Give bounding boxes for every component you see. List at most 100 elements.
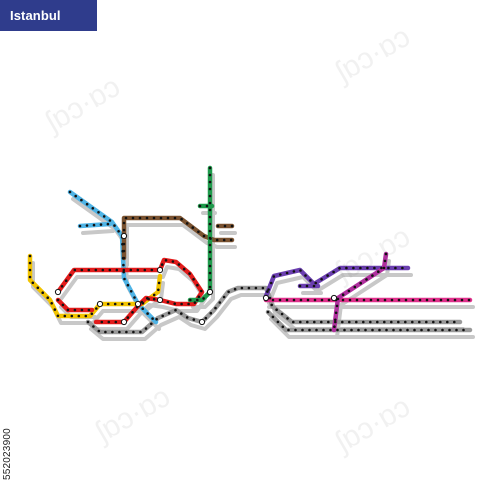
line-purple [263,265,411,299]
station-dot [118,330,121,334]
station-dot [86,320,90,324]
station-dot [185,316,189,319]
station-dot [122,268,126,272]
station-dot [80,268,84,272]
station-dot [129,268,133,272]
station-dot [28,275,32,279]
station-dot [347,289,351,293]
station-dot [462,328,465,332]
station-dot [131,311,134,314]
station-dot [126,316,130,319]
station-dot [143,268,147,272]
station-dot [94,268,98,272]
station-dot [371,274,374,277]
station-dot [122,263,125,267]
station-dot [376,320,379,324]
station-dot [392,328,395,332]
station-dot [362,320,365,324]
station-dot [85,224,89,227]
station-dot [80,308,84,312]
interchange-station [198,318,206,326]
station-dot [333,325,336,329]
station-dot [106,222,110,226]
station-dot [157,281,161,285]
line-gray [85,285,463,335]
station-dot [64,279,68,283]
station-dot [306,320,309,324]
station-dot [197,295,201,299]
station-dot [139,330,142,334]
station-dot [377,270,380,274]
station-dot [107,320,111,324]
interchange-station [262,294,270,302]
station-dot [173,302,176,306]
station-dot [306,298,310,302]
station-dot [87,268,91,272]
station-dot [146,296,149,300]
station-dot [315,328,318,332]
station-dot [359,281,363,285]
station-dot [161,314,164,318]
station-dot [285,298,289,302]
station-dot [124,216,128,220]
station-dot [222,295,226,299]
station-dot [304,274,307,277]
station-dot [446,320,449,324]
station-dot [267,288,270,291]
line-green-shadow [191,173,215,309]
station-dot [222,238,226,242]
station-dot [122,270,125,274]
station-dot [384,252,388,256]
station-dot [53,308,57,311]
station-dot [453,298,457,302]
station-dot [152,293,156,297]
station-dot [229,238,233,242]
station-dot [397,320,400,324]
station-dot [383,259,387,263]
station-dot [74,194,77,198]
station-dot [150,268,154,272]
station-dot [299,298,303,302]
station-dot [180,312,183,315]
station-dot [208,278,212,282]
station-dot [56,298,60,302]
station-dot [292,320,295,324]
station-dot [122,221,126,225]
station-dot [188,272,191,275]
station-dot [285,271,289,275]
station-dot [133,296,136,299]
station-dot [348,320,351,324]
station-dot [332,270,335,274]
station-dot [308,328,311,332]
station-dot [460,298,464,302]
line-blue-shadow [81,229,115,235]
station-dot [432,320,435,324]
station-dot [122,242,126,246]
station-dot [270,303,274,307]
station-dot [281,325,285,329]
station-dot [292,298,296,302]
station-dot [28,268,32,272]
interchange-station [96,300,104,308]
station-dot [208,271,212,275]
station-dot [218,301,222,304]
station-dot [418,298,422,302]
station-dot [336,297,340,301]
station-dot [50,302,53,305]
station-dot [348,298,352,302]
station-dot [390,320,393,324]
station-dot [182,267,186,271]
station-dot [355,298,359,302]
station-dot [366,266,369,270]
station-dot [352,266,355,270]
station-dot [56,314,60,318]
station-dot [80,198,83,202]
station-dot [227,290,230,294]
station-dot [365,278,368,281]
station-dot [28,261,32,265]
station-dot [151,317,154,320]
station-dot [364,328,367,332]
station-dot [111,330,114,334]
station-dot [180,217,183,221]
station-dot [434,328,437,332]
